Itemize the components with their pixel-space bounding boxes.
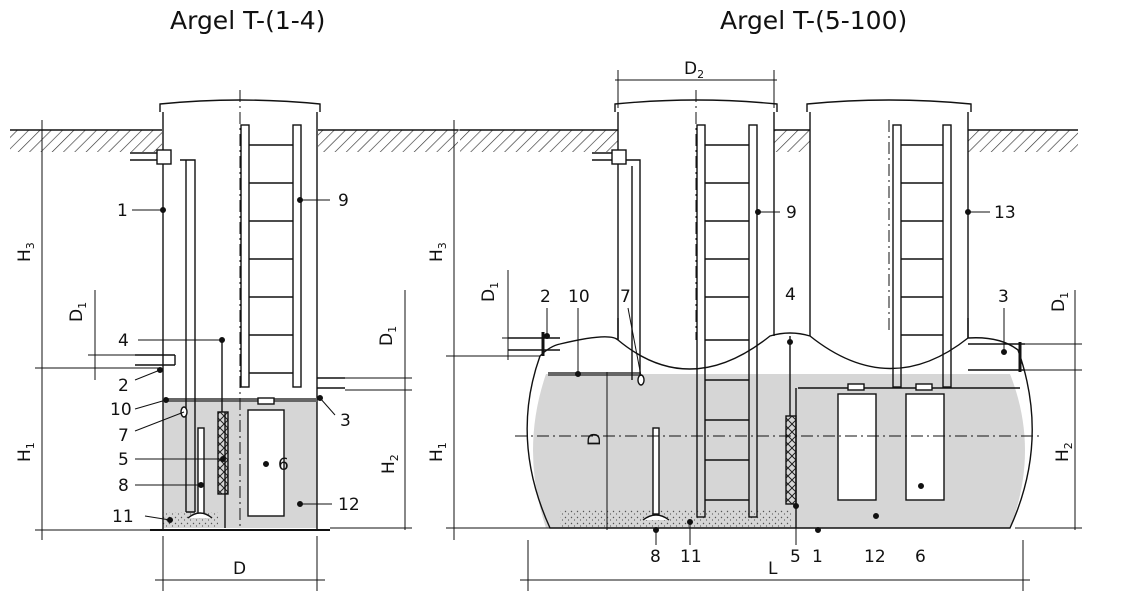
right-sediment bbox=[560, 510, 792, 528]
left-dim-h1: H1 bbox=[15, 442, 37, 462]
right-diagram bbox=[446, 70, 1082, 591]
right-label-8: 8 bbox=[650, 547, 661, 567]
left-ground-surface bbox=[10, 129, 458, 152]
right-level-sensor bbox=[785, 415, 797, 505]
left-dimension-lines bbox=[35, 120, 412, 591]
right-label-4: 4 bbox=[785, 285, 796, 305]
left-dim-d1-outlet: D1 bbox=[377, 326, 399, 346]
right-label-5: 5 bbox=[790, 547, 801, 567]
right-vent-pipe bbox=[592, 149, 641, 380]
left-dim-d1-inlet: D1 bbox=[67, 302, 89, 322]
right-label-3: 3 bbox=[998, 287, 1009, 307]
right-horizontal-tank bbox=[526, 318, 1033, 529]
left-label-5: 5 bbox=[118, 450, 129, 470]
left-label-7: 7 bbox=[118, 426, 129, 446]
right-label-7: 7 bbox=[620, 287, 631, 307]
right-outlet-pipe bbox=[968, 343, 1025, 371]
left-label-11: 11 bbox=[112, 507, 134, 527]
right-dim-d1-outlet: D1 bbox=[1049, 292, 1071, 312]
left-label-1: 1 bbox=[117, 201, 128, 221]
right-dim-d: D bbox=[585, 433, 605, 446]
right-dimension-lines bbox=[446, 70, 1082, 591]
left-label-8: 8 bbox=[118, 476, 129, 496]
left-label-9: 9 bbox=[338, 191, 349, 211]
right-ladder-left bbox=[696, 124, 758, 518]
right-label-9: 9 bbox=[786, 203, 797, 223]
left-ladder bbox=[240, 124, 302, 388]
right-dim-h1: H1 bbox=[427, 442, 449, 462]
left-level-sensor bbox=[217, 411, 229, 495]
left-tank-liquid bbox=[163, 398, 317, 528]
left-dim-d: D bbox=[233, 559, 246, 579]
left-outlet-pipe bbox=[317, 377, 345, 389]
left-label-6: 6 bbox=[278, 455, 289, 475]
left-dim-h2: H2 bbox=[379, 454, 401, 474]
right-oil-bucket-1 bbox=[837, 393, 877, 501]
right-diagram-title: Argel T-(5-100) bbox=[720, 6, 908, 35]
right-label-11: 11 bbox=[680, 547, 702, 567]
right-ground-surface bbox=[460, 129, 1078, 152]
right-oil-bucket-2 bbox=[905, 393, 945, 501]
right-dim-d2: D2 bbox=[684, 59, 704, 81]
left-diagram-title: Argel T-(1-4) bbox=[170, 6, 326, 35]
left-label-12: 12 bbox=[338, 495, 360, 515]
left-label-2: 2 bbox=[118, 376, 129, 396]
right-pump bbox=[652, 427, 660, 515]
right-ladder-right bbox=[892, 124, 952, 388]
left-pump bbox=[197, 427, 205, 515]
left-diagram bbox=[10, 90, 458, 591]
left-label-4: 4 bbox=[118, 331, 129, 351]
right-dim-d1-inlet: D1 bbox=[479, 282, 501, 302]
left-dim-h3: H3 bbox=[15, 242, 37, 262]
right-label-6: 6 bbox=[915, 547, 926, 567]
right-dim-h3: H3 bbox=[427, 242, 449, 262]
right-dim-l: L bbox=[768, 559, 778, 579]
left-inlet-pipe bbox=[135, 354, 176, 366]
right-label-2: 2 bbox=[540, 287, 551, 307]
left-label-10: 10 bbox=[110, 400, 132, 420]
left-label-3: 3 bbox=[340, 411, 351, 431]
right-label-13: 13 bbox=[994, 203, 1016, 223]
left-vent-pipe bbox=[130, 149, 196, 513]
right-dim-h2: H2 bbox=[1053, 442, 1075, 462]
right-inlet-pipe bbox=[508, 337, 560, 351]
right-label-12: 12 bbox=[864, 547, 886, 567]
right-label-1: 1 bbox=[812, 547, 823, 567]
right-label-10: 10 bbox=[568, 287, 590, 307]
